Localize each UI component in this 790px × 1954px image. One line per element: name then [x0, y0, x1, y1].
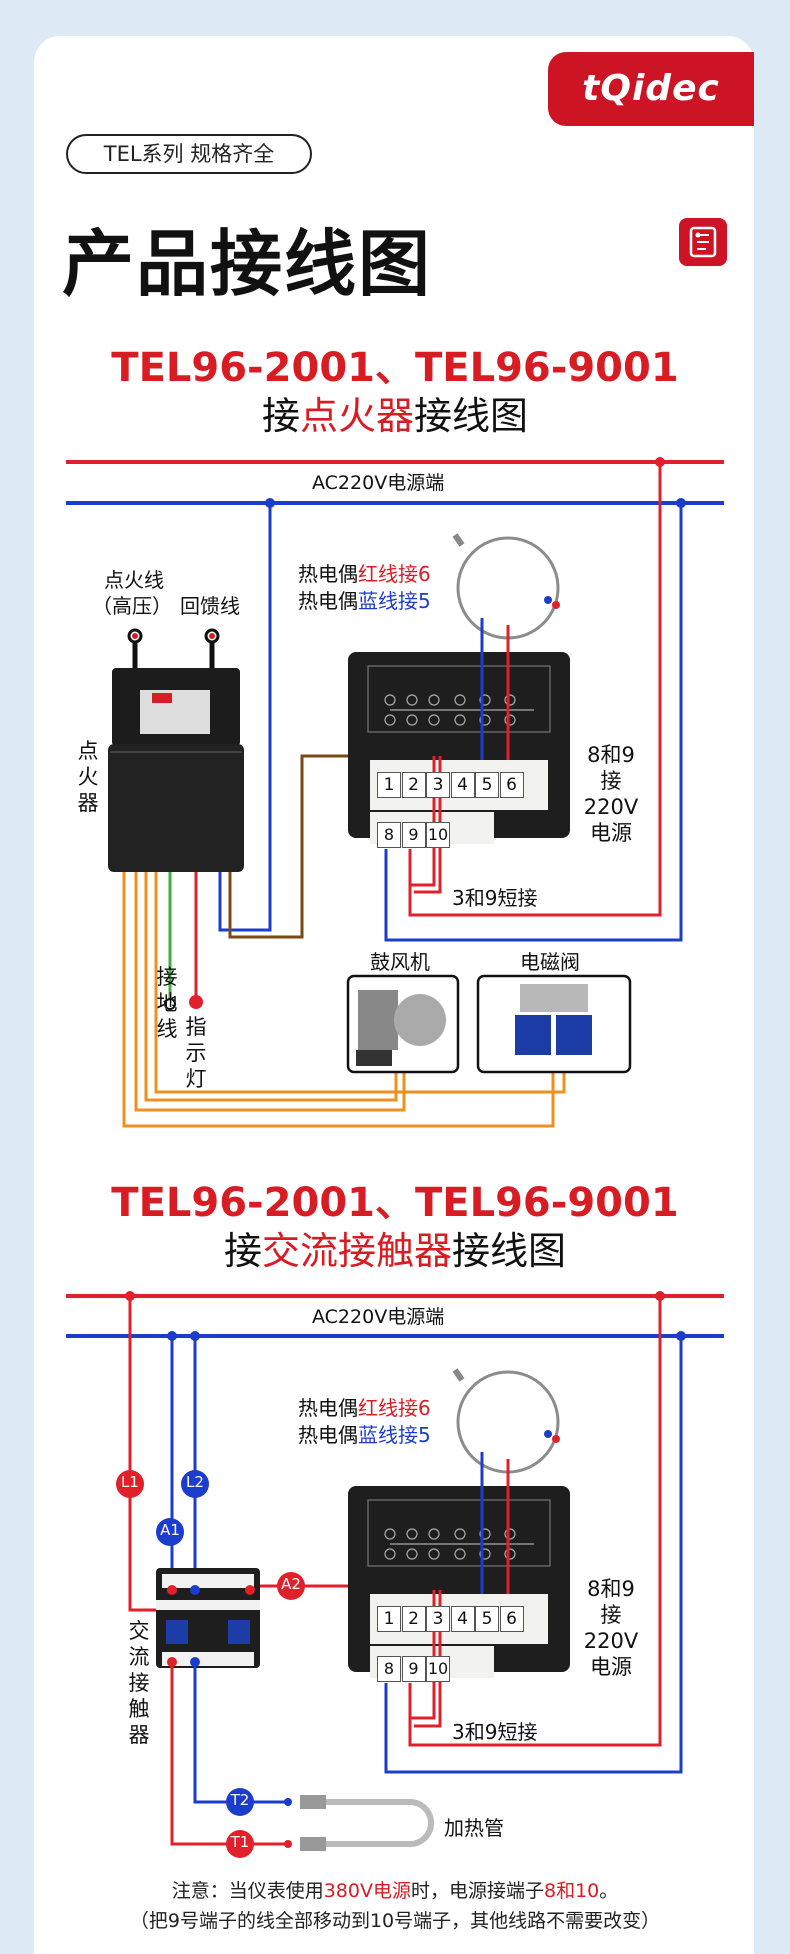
blower-label: 鼓风机 — [370, 950, 430, 974]
diagram-contactor — [66, 1291, 724, 1858]
terminal-1: 1 — [377, 772, 401, 798]
terminal-3: 3 — [426, 1606, 450, 1632]
terminal-3: 3 — [426, 772, 450, 798]
heater-label: 加热管 — [444, 1816, 504, 1840]
igniter-label: 点火器 — [77, 739, 99, 815]
section2-subtitle: 接交流接触器接线图 — [223, 1229, 567, 1273]
terminal-5: 5 — [475, 772, 499, 798]
terminal-4: 4 — [450, 772, 475, 798]
series-tag: TEL系列 规格齐全 — [66, 134, 312, 174]
power-label-1: AC220V电源端 — [312, 472, 445, 494]
badge-A1-text: A1 — [160, 1521, 180, 1539]
terminal-9: 9 — [401, 1656, 426, 1682]
terminal-8: 8 — [377, 822, 401, 848]
badge-T2-text: T2 — [230, 1791, 250, 1809]
badge-L1 — [116, 1470, 144, 1498]
terminal-6: 6 — [499, 772, 524, 798]
terminal-1: 1 — [377, 1606, 401, 1632]
power-label-2: AC220V电源端 — [312, 1306, 445, 1328]
badge-L2-text: L2 — [186, 1473, 204, 1491]
high-voltage-label: （高压） — [92, 594, 172, 618]
diagram-igniter — [66, 457, 724, 1128]
terminal-10: 10 — [426, 1656, 450, 1682]
indicator-label: 指示灯 — [185, 1015, 207, 1091]
terminal-9: 9 — [401, 822, 426, 848]
terminal-6: 6 — [499, 1606, 524, 1632]
section1-models: TEL96-2001、TEL96-9001 — [111, 345, 679, 391]
ignition-line-label: 点火线 — [104, 568, 164, 592]
brand-logo: tQidec — [548, 52, 754, 126]
badge-T1 — [226, 1830, 254, 1858]
badge-A2 — [277, 1572, 305, 1600]
side-note-2: 8和9接220V电源 — [583, 1577, 639, 1679]
badge-A1 — [156, 1518, 184, 1546]
tc-blue-label-1: 热电偶蓝线接5 — [298, 589, 431, 613]
thermometer-icon — [679, 218, 727, 266]
contactor-label: 交流接触器 — [128, 1619, 150, 1747]
terminal-4: 4 — [450, 1606, 475, 1632]
tc-red-label-2: 热电偶红线接6 — [298, 1396, 431, 1420]
terminal-2: 2 — [401, 1606, 426, 1632]
section2-models: TEL96-2001、TEL96-9001 — [111, 1180, 679, 1226]
badge-L1-text: L1 — [121, 1473, 139, 1491]
valve-label: 电磁阀 — [520, 950, 580, 974]
note-line-1: 注意：当仪表使用380V电源时，电源接端子8和10。 — [171, 1880, 619, 1902]
terminal-10: 10 — [426, 822, 450, 848]
side-note-1: 8和9接220V电源 — [583, 743, 639, 845]
note-line-2: （把9号端子的线全部移动到10号端子，其他线路不需要改变） — [129, 1910, 661, 1932]
tc-red-label-1: 热电偶红线接6 — [298, 562, 431, 586]
short-label-1: 3和9短接 — [452, 886, 538, 910]
feedback-line-label: 回馈线 — [180, 594, 240, 618]
tc-blue-label-2: 热电偶蓝线接5 — [298, 1423, 431, 1447]
page-title: 产品接线图 — [62, 222, 433, 306]
badge-T1-text: T1 — [230, 1833, 250, 1851]
terminal-8: 8 — [377, 1656, 401, 1682]
ground-label: 接地线 — [156, 965, 178, 1041]
badge-T2 — [226, 1788, 254, 1816]
short-label-2: 3和9短接 — [452, 1720, 538, 1744]
badge-A2-text: A2 — [281, 1575, 301, 1593]
section1-subtitle: 接点火器接线图 — [261, 394, 529, 438]
terminal-2: 2 — [401, 772, 426, 798]
badge-L2 — [181, 1470, 209, 1498]
terminal-5: 5 — [475, 1606, 499, 1632]
